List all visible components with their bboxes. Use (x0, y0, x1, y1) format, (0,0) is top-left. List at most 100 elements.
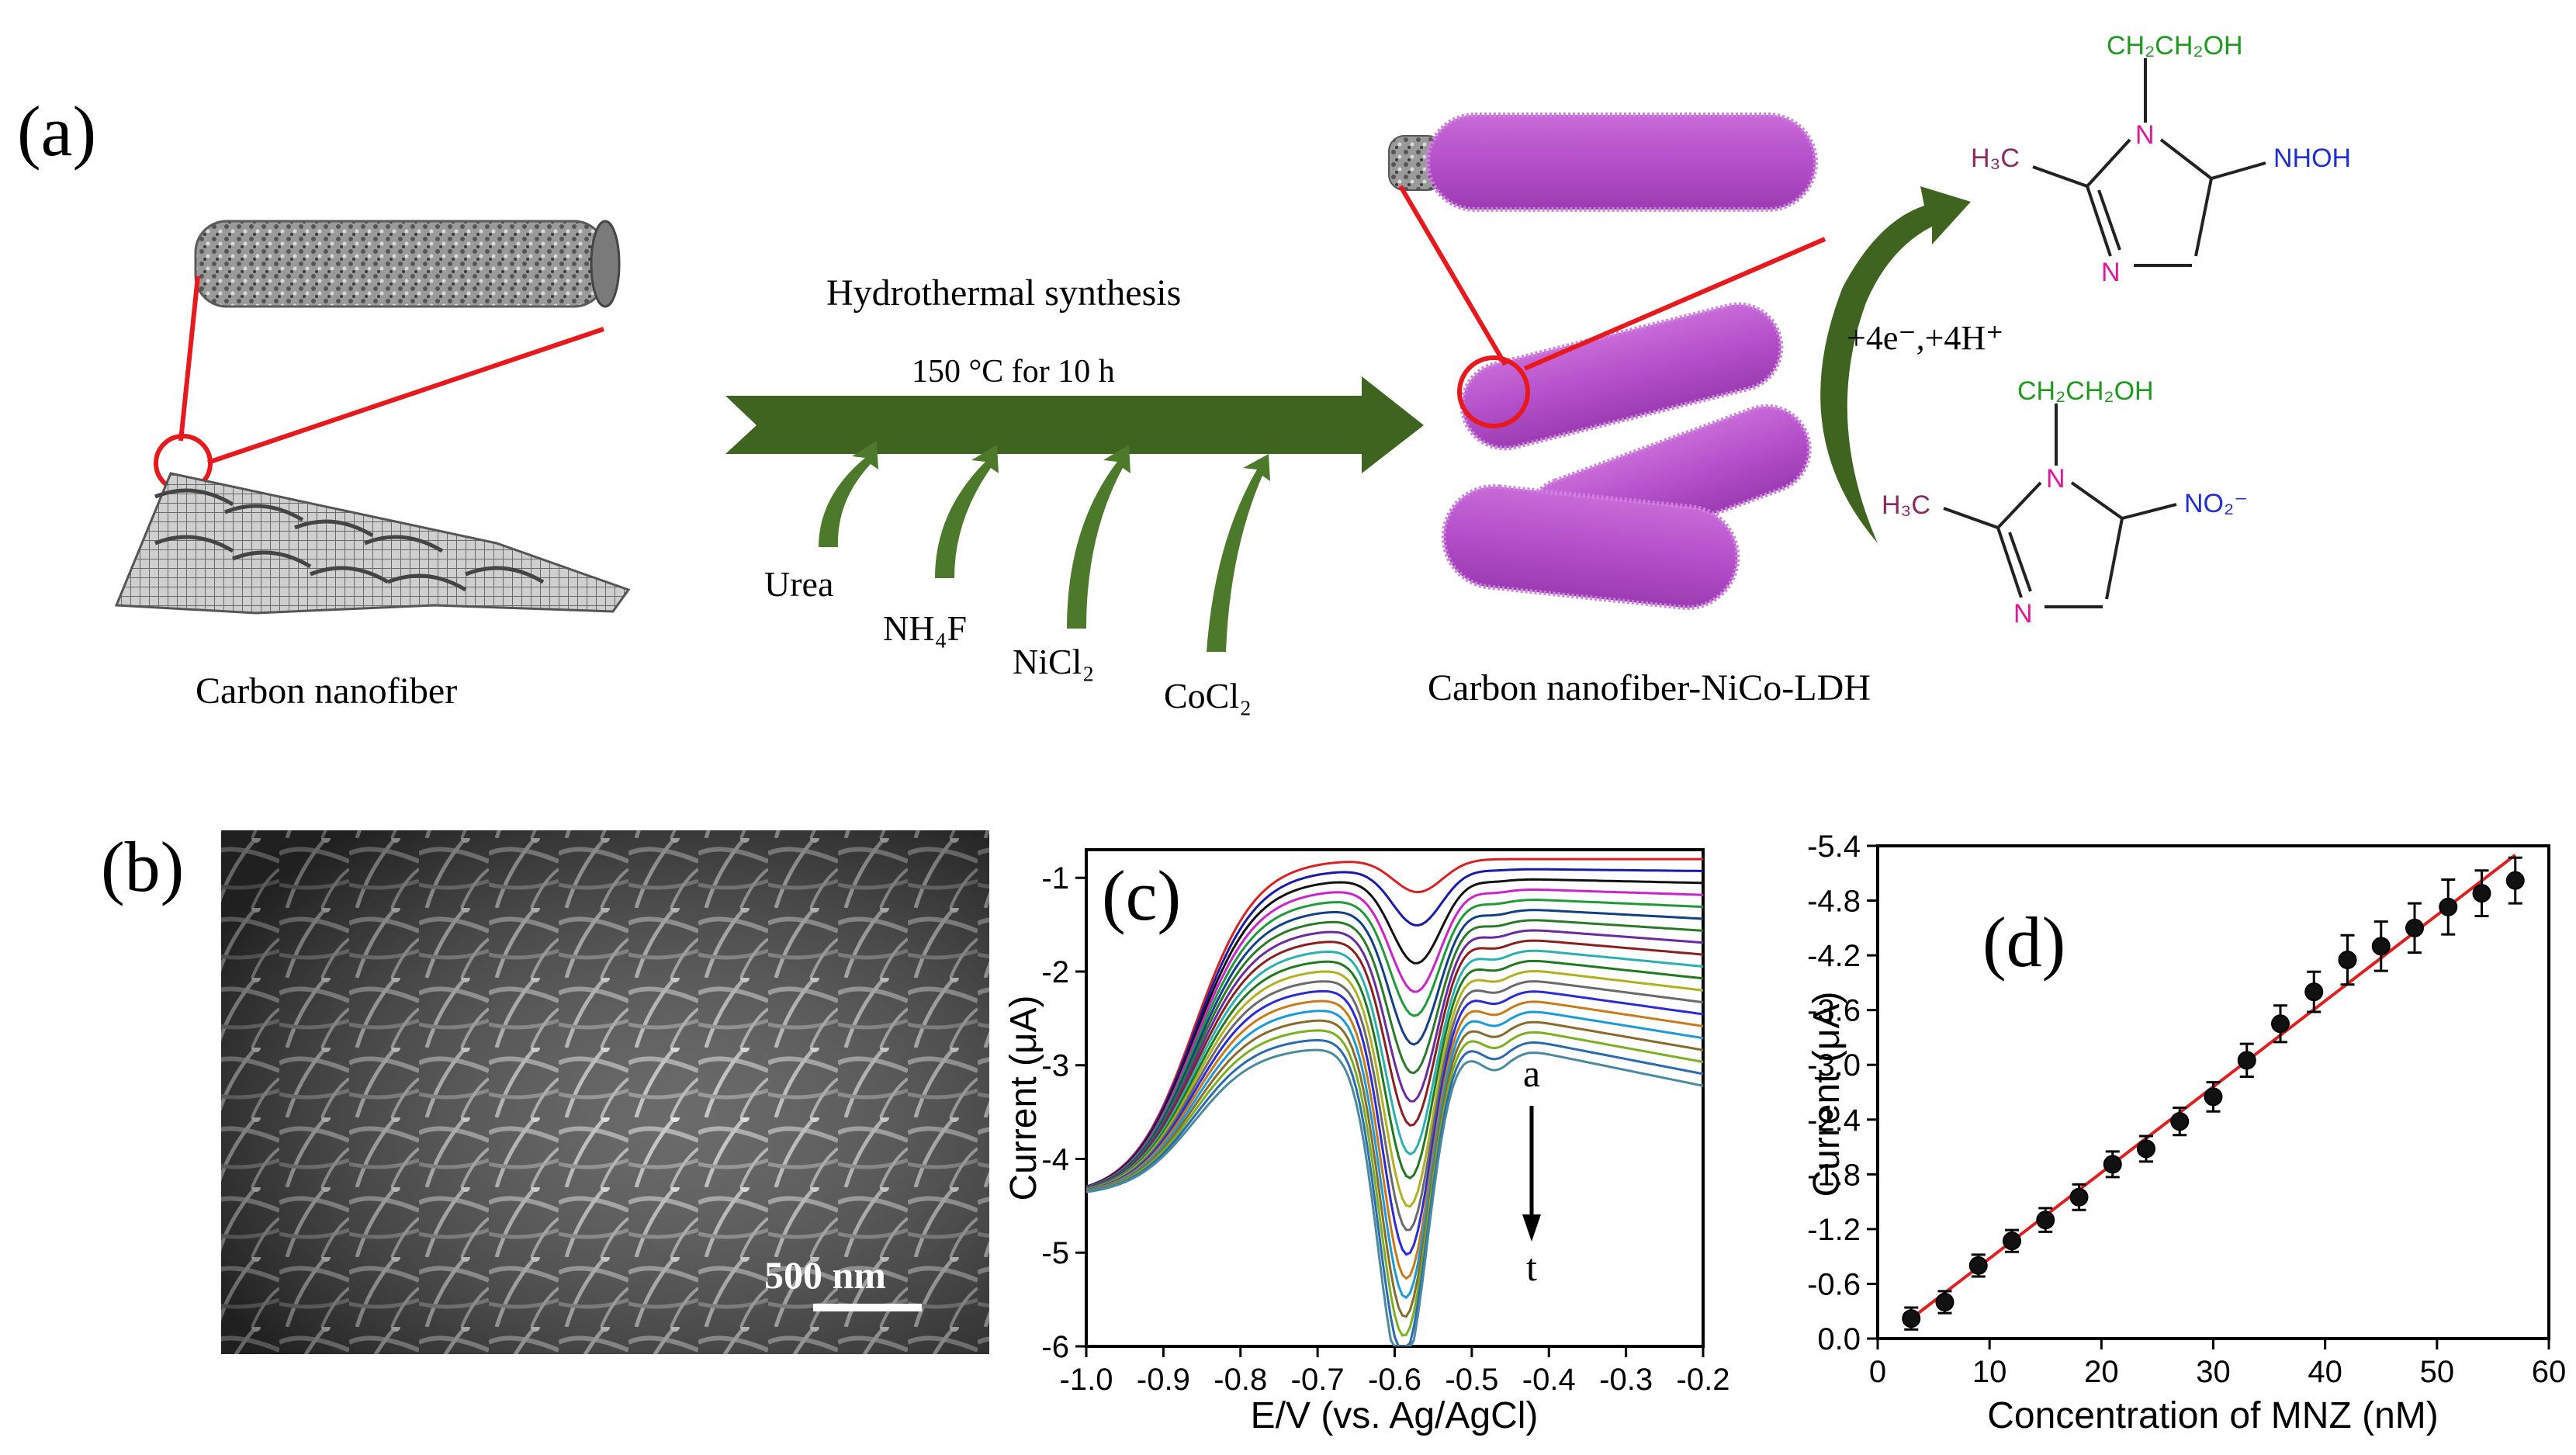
x-tick-label: -0.6 (1368, 1363, 1421, 1397)
voltammogram-curve (1086, 857, 1703, 1188)
sem-image (221, 830, 989, 1354)
product-group: NHOH (2273, 144, 2351, 173)
synthesis-arrow (725, 376, 1424, 473)
y-tick-label: -4.8 (1807, 885, 1861, 919)
chart-c-ylabel: Current (μA) (1003, 995, 1044, 1200)
arrow-start-label: a (1523, 1051, 1540, 1095)
y-tick-label: -3.6 (1807, 994, 1861, 1028)
voltammogram-curve (1086, 959, 1703, 1191)
chart-d-ylabel: Current (μA) (1806, 991, 1847, 1197)
voltammogram-curve (1086, 969, 1703, 1208)
arrow-end-label: t (1526, 1245, 1537, 1289)
x-tick-label: 0 (1869, 1355, 1886, 1389)
data-point (2069, 1187, 2089, 1207)
y-tick-label: 0.0 (1817, 1322, 1861, 1356)
x-tick-label: 60 (2532, 1355, 2567, 1389)
product-molecule (2032, 58, 2266, 267)
curve-group (1086, 857, 1703, 1346)
data-point (2405, 918, 2424, 937)
panel-d-label: (d) (1982, 902, 2065, 982)
conditions-label: 150 °C for 10 h (912, 354, 1115, 390)
y-tick-label: -1.2 (1807, 1213, 1861, 1247)
data-point (1968, 1256, 1988, 1275)
y-tick-label: -1 (1041, 861, 1069, 896)
reactant-substituent: CH₂CH₂OH (2017, 376, 2154, 406)
data-point (1935, 1292, 1955, 1311)
x-tick-label: -0.7 (1291, 1363, 1345, 1397)
y-tick-label: -2 (1041, 955, 1069, 989)
voltammogram-curve (1086, 868, 1703, 1188)
reduction-arrow (1820, 186, 1971, 543)
y-tick-label: -6 (1041, 1330, 1069, 1364)
x-tick-label: -0.3 (1599, 1363, 1653, 1397)
y-tick-label: -3 (1041, 1049, 1069, 1083)
voltammogram-curve (1086, 909, 1703, 1190)
reactant-n2: N (2013, 599, 2033, 629)
data-point (2304, 982, 2324, 1002)
data-point (2170, 1112, 2190, 1131)
voltammogram-curve (1086, 1029, 1703, 1337)
data-point (2237, 1051, 2256, 1070)
data-point (2137, 1139, 2155, 1159)
zoom-line (178, 275, 200, 442)
panel-c-label: (c) (1102, 856, 1181, 935)
x-tick-label: -0.5 (1445, 1363, 1498, 1397)
zoom-line (1398, 185, 1508, 366)
carbon-nanofiber-tube (194, 220, 621, 308)
voltammogram-curve (1086, 1019, 1703, 1318)
data-point (2338, 950, 2357, 969)
data-point (2204, 1087, 2223, 1107)
data-point (2103, 1155, 2122, 1174)
reagent-urea: Urea (764, 564, 833, 604)
left-caption: Carbon nanofiber (196, 670, 457, 712)
reactant-group: NO₂⁻ (2184, 489, 2248, 518)
x-tick-label: 30 (2196, 1355, 2231, 1389)
voltammogram-curve (1086, 899, 1703, 1189)
data-point (1902, 1309, 1921, 1329)
reactant-molecule (1943, 404, 2177, 608)
zoom-circle (1457, 355, 1530, 428)
chart-d-xlabel: Concentration of MNZ (nM) (1987, 1395, 2439, 1436)
y-tick-label: -5 (1041, 1236, 1069, 1270)
y-tick-label: -0.6 (1807, 1267, 1861, 1301)
process-label: Hydrothermal synthesis (826, 272, 1181, 314)
product-n1: N (2135, 120, 2155, 150)
data-point (2439, 897, 2458, 916)
x-tick-label: -0.9 (1137, 1363, 1190, 1397)
reagent-cocl2: CoCl₂ (1164, 676, 1252, 715)
scale-bar-text: 500 nm (764, 1253, 886, 1297)
carbon-nanofiber-mesh (114, 472, 631, 615)
panel-a-label: (a) (17, 92, 96, 171)
x-tick-label: 40 (2308, 1355, 2342, 1389)
voltammogram-curve (1086, 878, 1703, 1189)
voltammogram-curve (1086, 999, 1703, 1280)
chart-c-xlabel: E/V (vs. Ag/AgCl) (1251, 1395, 1539, 1436)
voltammogram-curve (1086, 949, 1703, 1190)
panel-b-label: (b) (101, 827, 184, 906)
x-tick-label: 50 (2420, 1355, 2455, 1389)
right-caption: Carbon nanofiber-NiCo-LDH (1428, 667, 1871, 708)
nico-ldh-rods (1388, 113, 1818, 611)
y-tick-label: -5.4 (1807, 830, 1861, 864)
product-n2: N (2101, 258, 2121, 287)
y-tick-label: -4.2 (1807, 939, 1861, 973)
x-tick-label: 10 (1972, 1355, 2007, 1389)
zoom-line (1523, 237, 1826, 371)
data-point (2036, 1211, 2055, 1230)
x-tick-label: -1.0 (1060, 1363, 1113, 1397)
x-tick-label: -0.4 (1522, 1363, 1576, 1397)
voltammogram-curve (1086, 980, 1703, 1232)
voltammogram-curve (1086, 929, 1703, 1190)
reaction-label: +4e⁻,+4H⁺ (1847, 319, 2003, 357)
product-methyl: H₃C (1971, 144, 2020, 173)
reagent-arrows (819, 441, 1270, 652)
y-tick-label: -4 (1041, 1142, 1069, 1176)
voltammogram-curve (1086, 1048, 1703, 1346)
voltammogram-curve (1086, 939, 1703, 1190)
reactant-n1: N (2046, 464, 2065, 494)
x-tick-label: 20 (2084, 1355, 2119, 1389)
y-tick-label: -2.4 (1807, 1103, 1861, 1138)
x-tick-label: -0.8 (1214, 1363, 1267, 1397)
